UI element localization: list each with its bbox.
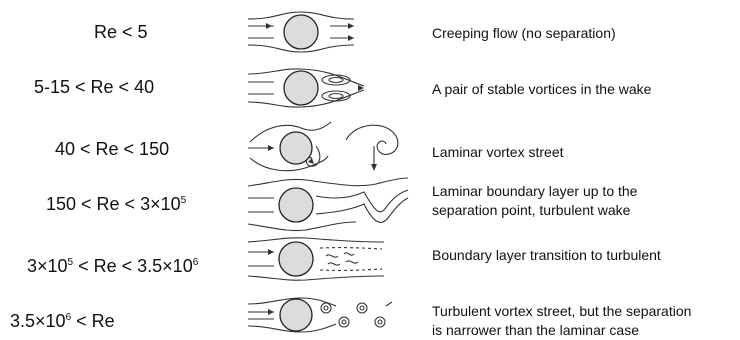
regime-label-5: 3×105 < Re < 3.5×106 — [27, 256, 198, 277]
creeping-flow-icon — [246, 10, 356, 54]
regime-label-5-part-2: < Re < 3.5×10 — [73, 256, 193, 276]
regime-label-6-part-2: < Re — [71, 311, 115, 331]
description-2: A pair of stable vortices in the wake — [432, 80, 651, 99]
description-4: Laminar boundary layer up to the separat… — [432, 182, 637, 220]
regime-label-3: 40 < Re < 150 — [55, 139, 169, 160]
regime-label-6: 3.5×106 < Re — [10, 311, 115, 332]
regime-label-5-exponent-2: 6 — [193, 257, 199, 268]
laminar-vortex-street-icon — [246, 116, 406, 176]
description-6: Turbulent vortex street, but the separat… — [432, 302, 691, 340]
description-6-line-1: Turbulent vortex street, but the separat… — [432, 302, 691, 321]
description-6-line-2: is narrower than the laminar case — [432, 321, 691, 340]
description-1: Creeping flow (no separation) — [432, 24, 616, 43]
regime-label-1: Re < 5 — [94, 22, 148, 43]
transition-icon — [246, 234, 386, 284]
turbulent-vortex-street-icon — [246, 292, 396, 336]
description-4-line-2: separation point, turbulent wake — [432, 201, 637, 220]
description-4-line-1: Laminar boundary layer up to the — [432, 182, 637, 201]
stable-vortex-pair-icon — [246, 66, 366, 110]
regime-label-4: 150 < Re < 3×105 — [46, 194, 186, 215]
regime-label-4-base: 150 < Re < 3×10 — [46, 194, 181, 214]
description-3: Laminar vortex street — [432, 143, 564, 162]
regime-label-5-part-1: 3×10 — [27, 256, 68, 276]
description-5: Boundary layer transition to turbulent — [432, 246, 661, 265]
regime-label-4-exponent: 5 — [181, 195, 187, 206]
turbulent-wake-icon — [246, 176, 411, 234]
regime-label-2: 5-15 < Re < 40 — [34, 77, 154, 98]
regime-label-6-part-1: 3.5×10 — [10, 311, 66, 331]
